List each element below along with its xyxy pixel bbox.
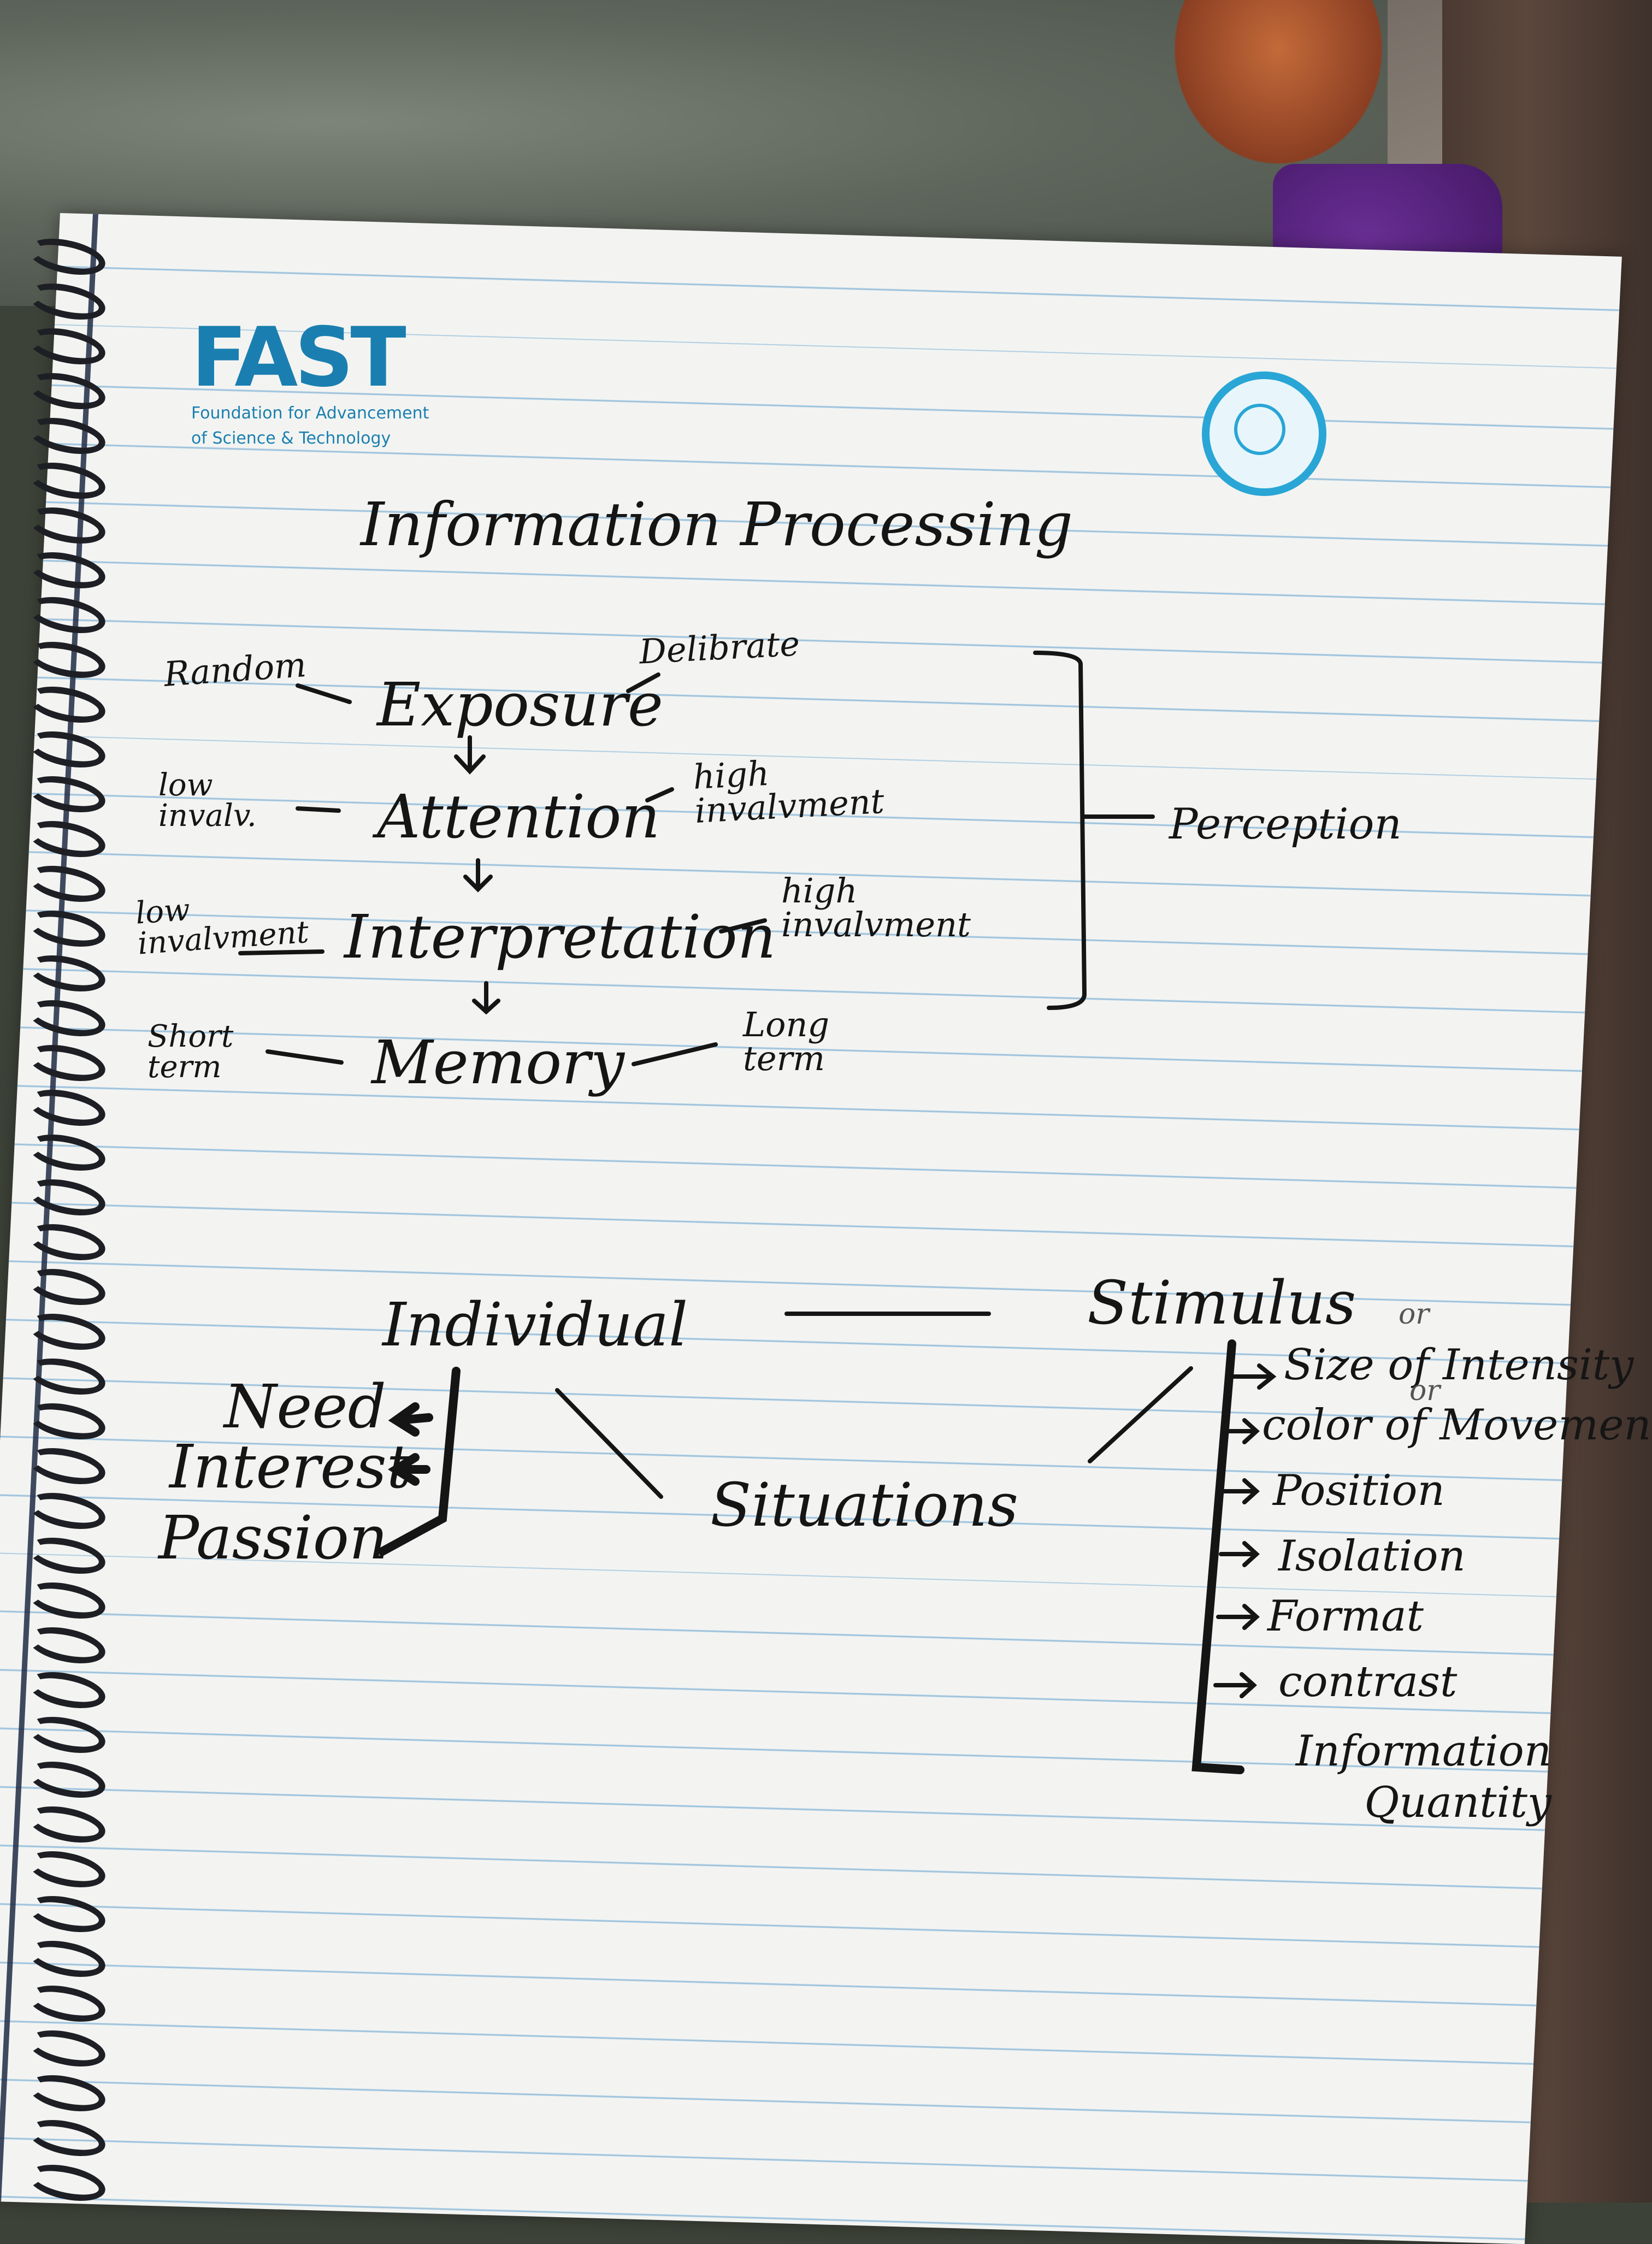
right-label-memory: Long term xyxy=(743,1005,830,1078)
stage-memory: Memory xyxy=(371,1027,624,1097)
perception-label: Perception xyxy=(1169,800,1402,849)
left-label-attention: low invalv. xyxy=(158,767,257,834)
stimulus-factor-contrast: contrast xyxy=(1278,1657,1458,1706)
bottle-background xyxy=(1175,0,1382,164)
logo-mark: FAST xyxy=(191,310,406,405)
stimulus-factor-format: Format xyxy=(1267,1592,1424,1641)
individual-factor-passion: Passion xyxy=(158,1503,388,1573)
situations-label: Situations xyxy=(710,1470,1019,1540)
university-seal-icon xyxy=(1202,371,1326,496)
logo-subtitle-line1: Foundation for Advancement xyxy=(191,404,429,423)
logo-subtitle-line2: of Science & Technology xyxy=(191,428,391,448)
stimulus-factor-color: color of Movement xyxy=(1262,1401,1652,1450)
right-label-interpretation: high invalvment xyxy=(781,871,971,944)
notes-title: Information Processing xyxy=(361,489,1073,559)
fast-logo: FAST Foundation for Advancement of Scien… xyxy=(191,317,429,448)
individual-factor-need: Need xyxy=(224,1372,386,1442)
stage-attention: Attention xyxy=(377,782,660,852)
left-label-memory: Short term xyxy=(148,1019,234,1085)
stimulus-factor-information-quantity: Information Quantity xyxy=(1295,1727,1551,1827)
stimulus-label: Stimulus xyxy=(1087,1268,1356,1338)
correction-note-1: or xyxy=(1399,1298,1430,1331)
stimulus-factor-position: Position xyxy=(1273,1466,1445,1515)
stage-exposure: Exposure xyxy=(377,670,663,740)
correction-note-2: or xyxy=(1409,1374,1441,1407)
stage-interpretation: Interpretation xyxy=(344,902,776,972)
stimulus-factor-isolation: Isolation xyxy=(1278,1532,1466,1581)
seal-emblem xyxy=(1234,404,1285,455)
stimulus-factor-size: Size of Intensity xyxy=(1284,1341,1634,1390)
individual-factor-interest: Interest xyxy=(169,1432,411,1502)
individual-label: Individual xyxy=(382,1290,688,1360)
